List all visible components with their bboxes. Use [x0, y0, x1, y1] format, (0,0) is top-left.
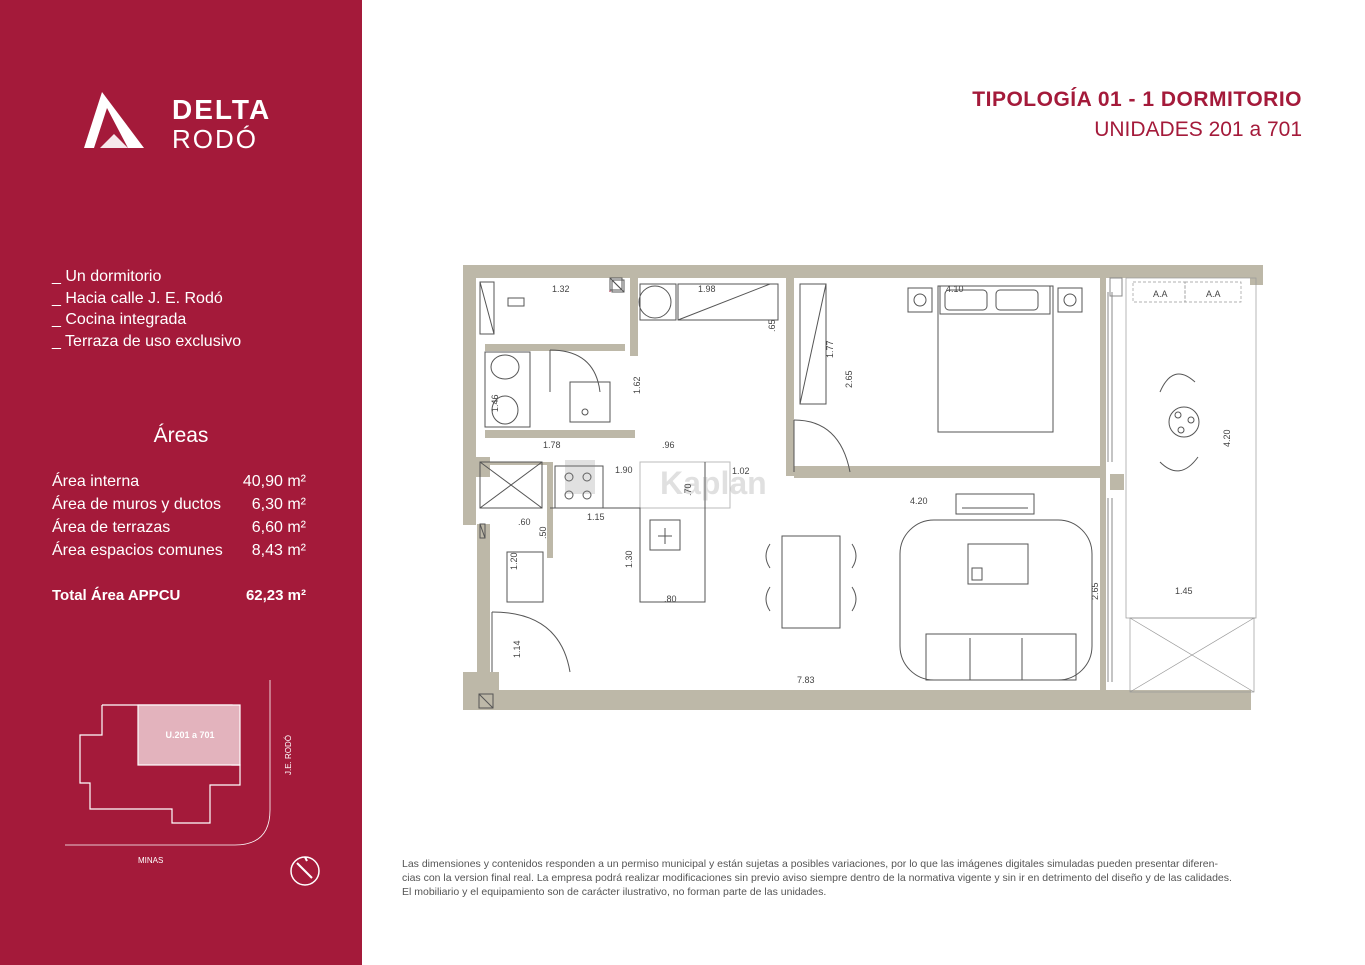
- dim-label: 1.32: [552, 284, 570, 294]
- coffee-table-icon: [967, 543, 1029, 585]
- features-list: _ Un dormitorio _ Hacia calle J. E. Rodó…: [52, 266, 241, 352]
- bed-icon: [937, 285, 1054, 433]
- dim-label: 4.10: [946, 284, 964, 294]
- dim-label: 1.15: [587, 512, 605, 522]
- street-line: [65, 680, 271, 846]
- dim-label: 1.77: [825, 340, 835, 358]
- delta-logo-icon: [84, 92, 144, 148]
- area-value: 8,43 m²: [251, 542, 306, 559]
- key-map: U.201 a 701 J.E. RODÓ MINAS: [65, 680, 320, 886]
- dim-label: 2.65: [1090, 582, 1100, 600]
- brand-logo: DELTA RODÓ: [80, 88, 280, 158]
- feature-item: _ Cocina integrada: [52, 311, 187, 328]
- area-row: Área interna 40,90 m²: [52, 473, 306, 491]
- dim-label: .65: [767, 319, 777, 332]
- walls: [463, 265, 1263, 710]
- dimension-labels: 1.32 1.98 .65 4.10 A.A A.A 1.77 2.65 1.6…: [490, 284, 1232, 685]
- area-value: 6,60 m²: [251, 519, 306, 536]
- watermark-text: Kaplan: [660, 465, 767, 501]
- brand-subname: RODÓ: [172, 124, 258, 154]
- area-value: 6,30 m²: [251, 496, 306, 513]
- dim-label: 1.98: [698, 284, 716, 294]
- dim-label: .80: [664, 594, 677, 604]
- unit-label: U.201 a 701: [165, 730, 214, 740]
- dim-label: A.A: [1153, 289, 1168, 299]
- terrace-table-icon: [1159, 373, 1200, 472]
- dim-label: 1.78: [543, 440, 561, 450]
- dim-label: A.A: [1206, 289, 1221, 299]
- area-label: Área interna: [52, 473, 140, 490]
- dim-label: 4.20: [910, 496, 928, 506]
- area-total-label: Total Área APPCU: [52, 587, 181, 604]
- dim-label: 1.20: [509, 552, 519, 570]
- area-total-row: Total Área APPCU 62,23 m²: [52, 587, 306, 604]
- floor-plan: Kaplan 1.32 1.98 .65 4.10 A.A A.A 1.77 2…: [463, 265, 1263, 710]
- sink-icon: [507, 297, 525, 307]
- disclaimer-line: cias con la version final real. La empre…: [402, 872, 1232, 884]
- toilet-icon: [490, 354, 520, 380]
- disclaimer-line: Las dimensiones y contenidos responden a…: [402, 858, 1218, 870]
- feature-item: _ Terraza de uso exclusivo: [52, 332, 242, 350]
- dim-label: .70: [683, 483, 693, 496]
- dim-label: 1.02: [732, 466, 750, 476]
- street-label-minas: MINAS: [138, 856, 163, 865]
- dim-label: 1.14: [512, 640, 522, 658]
- bedroom-furniture: [907, 285, 1083, 433]
- area-label: Área de terrazas: [52, 519, 171, 536]
- dim-label: 7.83: [797, 675, 815, 685]
- feature-item: _ Un dormitorio: [52, 268, 162, 285]
- tv-unit-icon: [955, 493, 1035, 515]
- dim-label: 2.65: [844, 370, 854, 388]
- areas-title: Áreas: [153, 424, 209, 447]
- disclaimer-line: El mobiliario y el equipamiento son de c…: [402, 886, 827, 898]
- dim-label: 1.45: [1175, 586, 1193, 596]
- watermark: Kaplan: [565, 460, 767, 501]
- sofa-icon: [925, 633, 1077, 681]
- area-value: 40,90 m²: [242, 473, 306, 490]
- shower-icon: [479, 281, 495, 335]
- island-icon: [649, 519, 681, 551]
- sidebar: DELTA RODÓ _ Un dormitorio _ Hacia calle…: [0, 0, 362, 965]
- north-arrow-icon: [290, 856, 320, 886]
- closet-icon: [799, 283, 827, 405]
- dim-label: 1.46: [490, 394, 500, 412]
- feature-item: _ Hacia calle J. E. Rodó: [52, 289, 223, 307]
- dim-label: 4.20: [1222, 429, 1232, 447]
- dining-table-icon: [781, 535, 841, 629]
- street-label-rodo: J.E. RODÓ: [284, 735, 293, 775]
- area-label: Área de muros y ductos: [52, 496, 221, 513]
- page-header: TIPOLOGÍA 01 - 1 DORMITORIO UNIDADES 201…: [972, 88, 1302, 142]
- unit-highlight: [137, 704, 241, 766]
- living-furniture: [765, 493, 1093, 681]
- area-row: Área de terrazas 6,60 m²: [52, 519, 306, 537]
- dim-label: .50: [538, 526, 548, 539]
- nightstand-icon: [907, 287, 933, 313]
- terrace: [1125, 277, 1257, 693]
- area-row: Área de muros y ductos 6,30 m²: [52, 496, 306, 514]
- bidet-icon: [491, 395, 519, 425]
- dim-label: .60: [518, 517, 531, 527]
- dim-label: 1.62: [632, 376, 642, 394]
- area-label: Área espacios comunes: [52, 542, 223, 559]
- area-row: Área espacios comunes 8,43 m²: [52, 542, 306, 560]
- dim-label: 1.30: [624, 550, 634, 568]
- page-subtitle: UNIDADES 201 a 701: [1094, 118, 1302, 141]
- washbasin-icon: [569, 381, 611, 423]
- washer-icon: [638, 285, 672, 319]
- page-title: TIPOLOGÍA 01 - 1 DORMITORIO: [972, 88, 1302, 111]
- dim-label: .96: [662, 440, 675, 450]
- disclaimer: Las dimensiones y contenidos responden a…: [402, 857, 1302, 899]
- fixtures: [478, 277, 851, 709]
- dim-label: 1.90: [615, 465, 633, 475]
- windows: [1107, 277, 1123, 682]
- brand-name: DELTA: [172, 94, 272, 125]
- fridge-icon: [479, 461, 543, 509]
- area-total-value: 62,23 m²: [245, 587, 306, 604]
